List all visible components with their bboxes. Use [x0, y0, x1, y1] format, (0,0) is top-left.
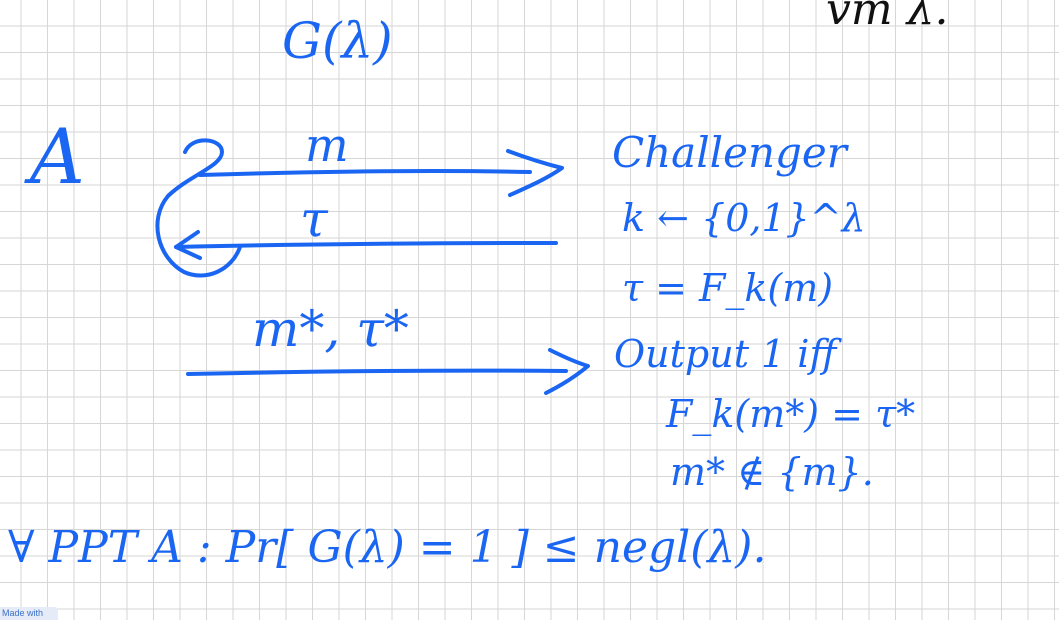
challenger-keygen: k ← {0,1}^λ	[622, 196, 866, 240]
adversary-label: A	[30, 112, 85, 201]
response-arrowhead	[174, 230, 202, 260]
query-arrow-line	[198, 169, 532, 177]
query-loop	[155, 138, 242, 278]
forgery-label: m*, τ*	[252, 300, 409, 358]
top-right-annotation: vm λ.	[826, 0, 949, 35]
response-label: τ	[300, 190, 328, 248]
query-label: m	[305, 118, 349, 172]
challenger-condition-fresh: m* ∉ {m}.	[670, 450, 874, 494]
response-arrow-line	[174, 241, 558, 249]
forgery-arrowhead	[544, 348, 590, 395]
goodnotes-badge: Made with Goodnotes	[0, 607, 58, 620]
challenger-title: Challenger	[612, 128, 847, 177]
security-statement: ∀ PPT A : Pr[ G(λ) = 1 ] ≤ negl(λ).	[8, 522, 767, 573]
game-title: G(λ)	[282, 12, 393, 70]
challenger-output: Output 1 iff	[614, 332, 837, 376]
challenger-tag: τ = F_k(m)	[622, 266, 834, 310]
challenger-condition-verify: F_k(m*) = τ*	[666, 392, 916, 436]
query-arrowhead	[506, 149, 564, 197]
forgery-arrow-line	[186, 368, 568, 376]
